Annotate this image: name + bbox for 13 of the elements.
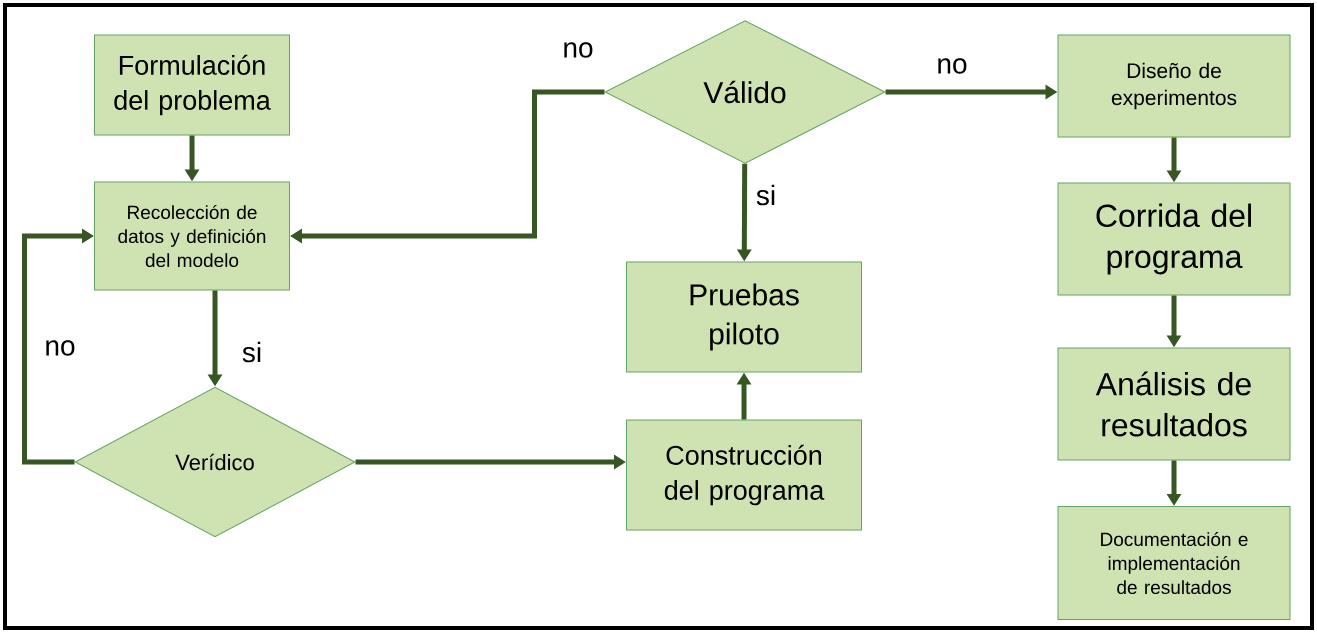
edge-label: si xyxy=(240,340,264,364)
process-box: Documentación e implementación de resultados xyxy=(1057,506,1291,620)
process-box: Recolección de datos y definición del modelo xyxy=(94,181,290,291)
process-box: Diseño de experimentos xyxy=(1057,34,1291,138)
process-box: Pruebas piloto xyxy=(626,261,862,373)
process-box: Construcción del programa xyxy=(626,419,862,531)
edge-label: no xyxy=(561,41,595,59)
process-box: Análisis de resultados xyxy=(1057,347,1291,461)
edge-label: no xyxy=(43,339,77,357)
process-box: Corrida del programa xyxy=(1057,182,1291,296)
edge-label: no xyxy=(935,57,969,75)
process-box: Formulación del problema xyxy=(94,34,290,136)
edge-label: si xyxy=(754,183,778,207)
